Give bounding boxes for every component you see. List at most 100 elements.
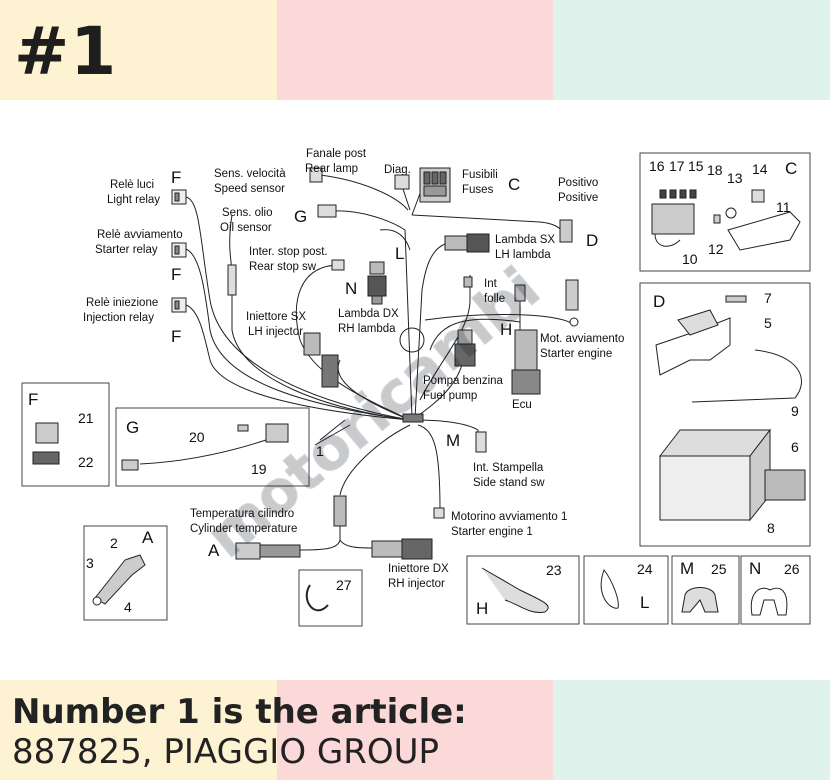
- label-folle: folle: [484, 293, 505, 305]
- callout-n15: 15: [688, 158, 704, 174]
- lambda-dx-connector: [367, 261, 387, 305]
- panel-23-letter: H: [476, 599, 488, 618]
- callout-n3: 3: [86, 555, 94, 571]
- wire-ecu: [429, 318, 521, 351]
- side-stand-switch: [475, 431, 487, 453]
- panel-24-letter: L: [640, 593, 649, 612]
- letter-c: C: [508, 175, 520, 194]
- positive-terminal: [559, 219, 579, 327]
- callout-n10: 10: [682, 251, 698, 267]
- panel-g: G 20 19: [115, 407, 310, 487]
- item-number-title: #1: [14, 13, 118, 90]
- wire-rh-injector: [339, 539, 373, 549]
- label-cylinder-temperature: Cylinder temperature: [190, 523, 297, 535]
- label-lh-injector: LH injector: [248, 326, 303, 338]
- wire-light-relay: [185, 196, 411, 421]
- harness-clip: [333, 495, 347, 527]
- oil-sensor: [227, 264, 237, 296]
- letter-f-3: F: [171, 327, 181, 346]
- letter-h: H: [500, 320, 512, 339]
- wire-neutral: [419, 275, 471, 401]
- label-speed-sensor: Speed sensor: [214, 183, 285, 195]
- letter-n: N: [345, 279, 357, 298]
- label-motorino-avviamento: Motorino avviamento 1: [451, 511, 567, 523]
- callout-n24: 24: [637, 561, 653, 577]
- wiring-diagram: Relè luci Light relay Relè avviamento St…: [21, 148, 811, 627]
- wire-lambda-dx: [379, 229, 411, 251]
- callout-n2: 2: [110, 535, 118, 551]
- label-inter-stop: Inter. stop post.: [249, 246, 328, 258]
- panel-23: 23 H: [466, 555, 580, 625]
- callout-n11: 11: [776, 199, 791, 215]
- label-light-relay: Light relay: [107, 194, 160, 206]
- header-band-mint: [553, 0, 830, 100]
- callout-n26: 26: [784, 561, 800, 577]
- label-lambda-dx: Lambda DX: [338, 308, 399, 320]
- starter-relay-connector: [171, 242, 187, 258]
- letter-f-2: F: [171, 265, 181, 284]
- wire-starter: [424, 314, 575, 326]
- diag-connector: [394, 174, 410, 190]
- label-sens-olio: Sens. olio: [222, 207, 273, 219]
- leader-1: [314, 419, 351, 446]
- label-rele-avviamento: Relè avviamento: [97, 229, 183, 241]
- starter-engine-1-connector: [433, 507, 445, 519]
- speed-sensor-connector: [317, 204, 337, 218]
- callout-n5: 5: [764, 315, 772, 331]
- label-positivo: Positivo: [558, 177, 598, 189]
- callout-n7: 7: [764, 290, 772, 306]
- wire-oil-sensor: [229, 214, 411, 421]
- label-diag: Diag.: [384, 164, 411, 176]
- ecu-unit: [511, 329, 541, 395]
- callout-n17: 17: [669, 158, 685, 174]
- label-fuses: Fuses: [462, 184, 494, 196]
- panel-27: 27: [298, 569, 363, 627]
- letter-g: G: [294, 207, 307, 226]
- panel-26: N 26: [740, 555, 811, 625]
- label-lh-lambda: LH lambda: [495, 249, 551, 261]
- letter-f-1: F: [171, 168, 181, 187]
- callout-n23: 23: [546, 562, 562, 578]
- panel-26-letter: N: [749, 559, 761, 578]
- label-positive: Positive: [558, 192, 598, 204]
- label-iniettore-dx: Iniettore DX: [388, 563, 449, 575]
- label-rh-lambda: RH lambda: [338, 323, 396, 335]
- callout-n14: 14: [752, 161, 768, 177]
- panel-24: 24 L: [583, 555, 669, 625]
- label-rele-luci: Relè luci: [110, 179, 154, 191]
- label-lambda-sx: Lambda SX: [495, 234, 555, 246]
- label-rear-stop-sw: Rear stop sw: [249, 261, 317, 273]
- label-rear-lamp: Rear lamp: [305, 163, 358, 175]
- letter-l: L: [395, 244, 404, 263]
- panel-c: C 16 17 15 18 14 13 11 12 10: [639, 152, 811, 272]
- fuse-box: [419, 167, 451, 203]
- callout-n18: 18: [707, 162, 723, 178]
- letter-a: A: [208, 541, 220, 560]
- label-rh-injector: RH injector: [388, 578, 445, 590]
- callout-n4: 4: [124, 599, 132, 615]
- wire-rear-stop: [295, 264, 411, 421]
- wire-cylinder-temp: [339, 424, 411, 496]
- wire-rear-lamp: [319, 174, 409, 211]
- callout-n9: 9: [791, 403, 799, 419]
- label-int: Int: [484, 278, 498, 290]
- harness-hub: [402, 413, 424, 423]
- label-starter-relay: Starter relay: [95, 244, 158, 256]
- panel-d-letter: D: [653, 292, 665, 311]
- label-sens-velocita: Sens. velocità: [214, 168, 286, 180]
- wire-starter-engine-1: [417, 424, 441, 511]
- rh-injector-connector: [371, 538, 433, 560]
- panel-f: F 21 22: [21, 382, 110, 487]
- panel-f-letter: F: [28, 390, 38, 409]
- panel-25-letter: M: [680, 559, 694, 578]
- wire-injection-relay: [185, 304, 411, 421]
- lh-injector: [303, 332, 339, 388]
- callout-n22: 22: [78, 454, 94, 470]
- footer-article-heading: Number 1 is the article:: [12, 692, 467, 732]
- callout-n21: 21: [78, 410, 94, 426]
- wire-side-stand: [415, 419, 479, 440]
- callout-n8: 8: [767, 520, 775, 536]
- panel-g-letter: G: [126, 418, 139, 437]
- neutral-switch: [463, 276, 526, 302]
- callout-n27: 27: [336, 577, 352, 593]
